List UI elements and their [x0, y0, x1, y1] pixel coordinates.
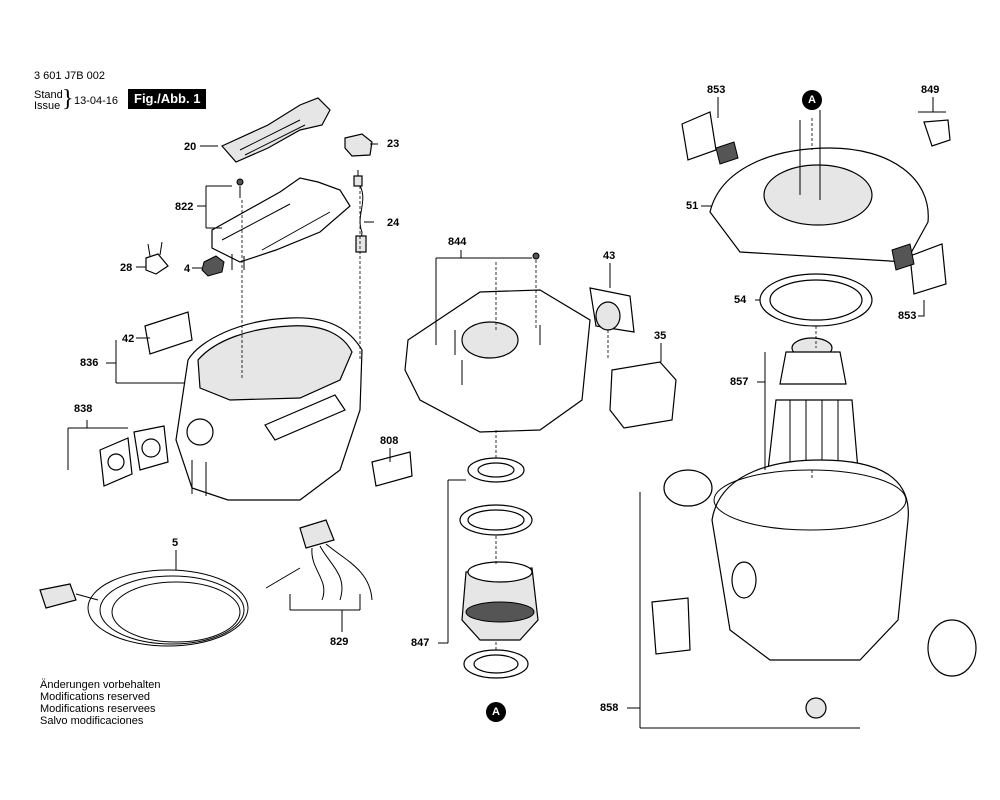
- part-latch-top: [681, 111, 717, 161]
- label-829: 829: [330, 636, 349, 648]
- part-label-plate: [144, 311, 193, 355]
- label-51: 51: [686, 200, 699, 212]
- label-808: 808: [380, 435, 399, 447]
- label-822: 822: [175, 201, 194, 213]
- label-4: 4: [184, 263, 191, 275]
- label-853-top: 853: [707, 84, 726, 96]
- part-motor: [461, 561, 539, 641]
- part-gasket: [759, 273, 873, 327]
- part-handle-grip: [221, 97, 331, 163]
- part-clip: [923, 119, 951, 147]
- part-filter: [767, 337, 859, 471]
- figure-badge: Fig./Abb. 1: [128, 89, 207, 109]
- leader-lines: [67, 97, 946, 729]
- label-853-right: 853: [898, 310, 917, 322]
- connection-marker-a-bottom: A: [486, 702, 506, 722]
- connection-marker-a-top: A: [802, 90, 822, 110]
- label-43: 43: [603, 250, 616, 262]
- footer-line-es: Salvo modificaciones: [40, 715, 144, 727]
- label-20: 20: [184, 141, 197, 153]
- label-838: 838: [74, 403, 93, 415]
- part-power-cord: [39, 569, 249, 647]
- part-motor-housing: [175, 317, 363, 501]
- label-836: 836: [80, 357, 99, 369]
- part-switch: [201, 255, 225, 277]
- label-858: 858: [600, 702, 619, 714]
- issue-label: Issue: [34, 100, 61, 112]
- part-cover: [609, 361, 677, 429]
- part-latch-clip-right: [891, 243, 915, 271]
- part-handle-frame: [211, 177, 351, 270]
- part-motor-plate: [404, 252, 591, 433]
- document-number: 3 601 J7B 002: [34, 70, 105, 82]
- label-5: 5: [172, 537, 179, 549]
- part-tank: [651, 459, 977, 719]
- part-flange: [589, 287, 635, 333]
- label-42: 42: [122, 333, 135, 345]
- brace: }: [62, 86, 74, 112]
- part-brush-holder: [145, 241, 169, 275]
- label-849: 849: [921, 84, 940, 96]
- part-socket-plate: [99, 425, 169, 487]
- part-seal-rings: [459, 457, 533, 679]
- footer-line-fr: Modifications reservees: [40, 703, 156, 715]
- footer-line-en: Modifications reserved: [40, 691, 151, 703]
- label-54: 54: [734, 294, 747, 306]
- label-28: 28: [120, 262, 133, 274]
- assembly-guides: [241, 118, 817, 650]
- label-847: 847: [411, 637, 430, 649]
- part-latch-right: [909, 243, 947, 295]
- footer-line-de: Änderungen vorbehalten: [40, 679, 161, 691]
- label-24: 24: [387, 217, 400, 229]
- part-wiring: [265, 519, 373, 601]
- stand-label: Stand: [34, 89, 63, 101]
- part-sticker: [371, 451, 413, 487]
- issue-date: 13-04-16: [74, 95, 119, 107]
- label-23: 23: [387, 138, 400, 150]
- part-latch-clip-top: [715, 141, 739, 165]
- label-857: 857: [730, 376, 749, 388]
- part-cap: [344, 133, 373, 157]
- part-tank-lid: [709, 110, 929, 263]
- label-35: 35: [654, 330, 667, 342]
- label-844: 844: [448, 236, 467, 248]
